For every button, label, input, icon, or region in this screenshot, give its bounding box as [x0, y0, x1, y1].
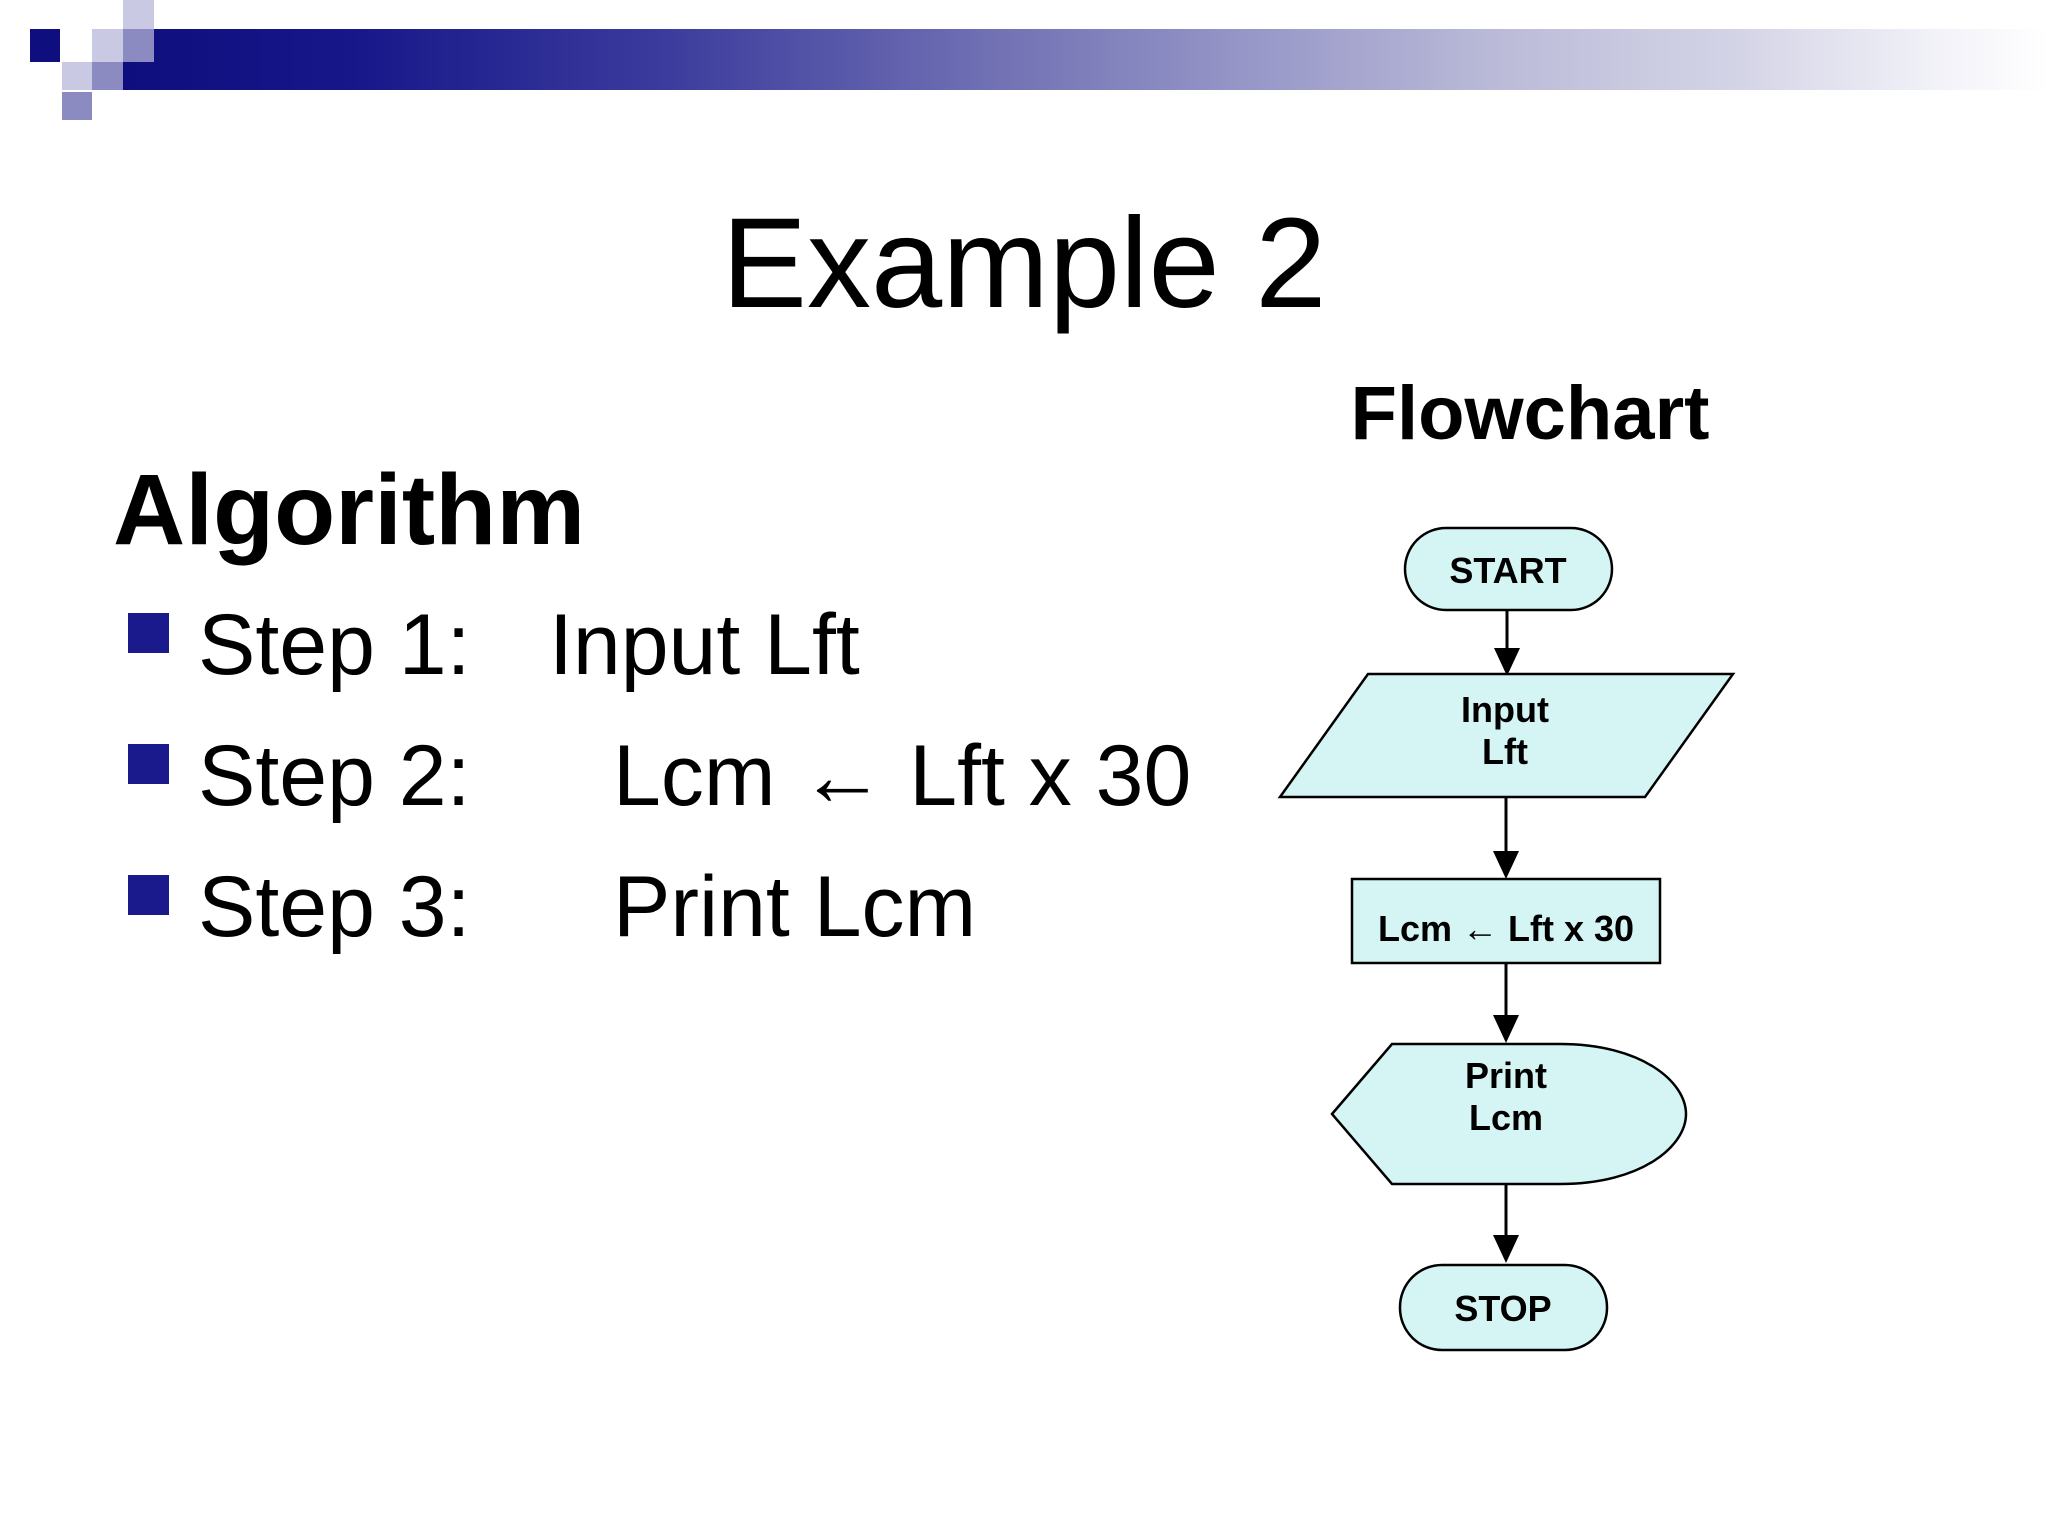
flowchart-node-output-label-line1: Print	[1465, 1055, 1547, 1096]
slide-title: Example 2	[721, 192, 1327, 335]
flowchart-node-process	[1350, 877, 1662, 965]
flowchart-node-output	[1330, 1042, 1688, 1186]
arrowhead-icon	[1493, 1015, 1519, 1043]
flowchart-node-stop-label: STOP	[1454, 1288, 1551, 1329]
step-action: Lcm ← Lft x 30	[613, 728, 1192, 824]
banner-mosaic-square	[123, 29, 154, 62]
banner-mosaic-square	[123, 0, 154, 29]
flowchart-node-stop	[1398, 1263, 1609, 1352]
banner-gradient-bar	[123, 29, 2048, 90]
algorithm-step-3: Step 3: Print Lcm	[198, 864, 976, 950]
arrowhead-icon	[1494, 648, 1520, 676]
bullet-square-icon	[128, 875, 169, 915]
flowchart-node-start-label: START	[1449, 550, 1566, 591]
bullet-square-icon	[128, 613, 169, 653]
banner-mosaic-square	[92, 29, 123, 62]
step-action: Input Lft	[549, 597, 860, 693]
step-action: Print Lcm	[613, 859, 977, 955]
flowchart-node-input-label-line2: Lft	[1482, 731, 1528, 772]
banner-mosaic-square	[62, 92, 92, 120]
algorithm-step-2: Step 2: Lcm ← Lft x 30	[198, 733, 1191, 819]
bullet-square-icon	[128, 744, 169, 784]
banner-mosaic-square	[30, 29, 60, 62]
step-label: Step 2:	[198, 728, 471, 824]
step-label: Step 3:	[198, 859, 471, 955]
flowchart-node-input	[1277, 672, 1736, 799]
arrowhead-icon	[1493, 1235, 1519, 1263]
flowchart-heading: Flowchart	[1350, 371, 1710, 456]
step-label: Step 1:	[198, 597, 471, 693]
algorithm-step-1: Step 1: Input Lft	[198, 602, 860, 688]
flowchart-node-process-label: Lcm ← Lft x 30	[1378, 908, 1634, 949]
flowchart-diagram: START Input Lft Lcm ← Lft x 30 Print Lcm…	[1277, 526, 1736, 1352]
banner-mosaic-square	[62, 62, 92, 90]
flowchart-node-input-label-line1: Input	[1461, 689, 1549, 730]
flowchart-node-output-label-line2: Lcm	[1469, 1097, 1543, 1138]
arrowhead-icon	[1493, 851, 1519, 879]
algorithm-heading: Algorithm	[113, 454, 586, 566]
banner-mosaic-square	[92, 62, 123, 90]
